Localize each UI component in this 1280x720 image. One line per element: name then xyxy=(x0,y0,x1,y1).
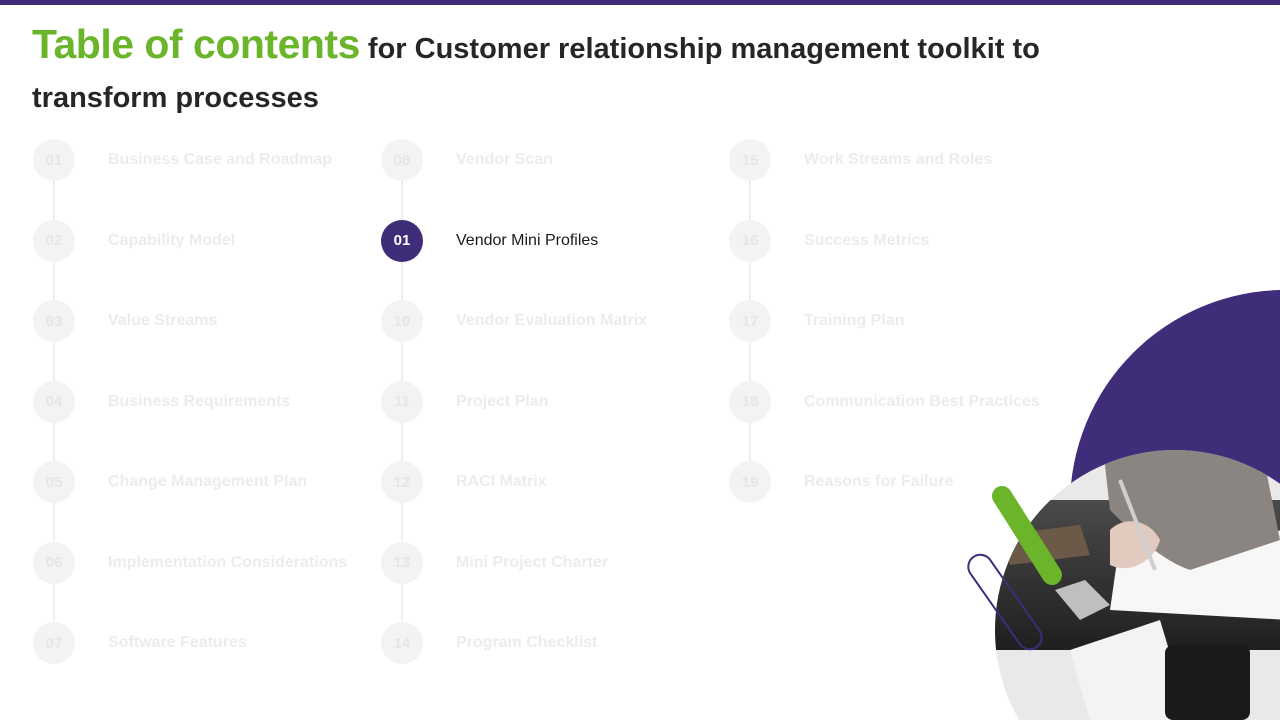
toc-item-number: 05 xyxy=(33,461,75,503)
toc-item[interactable]: 06 Implementation Considerations xyxy=(33,541,373,584)
toc-item-number: 13 xyxy=(381,541,423,584)
toc-item[interactable]: 01 Business Case and Roadmap xyxy=(33,139,373,181)
toc-item-label: Implementation Considerations xyxy=(108,553,348,571)
toc-item-number: 06 xyxy=(33,541,75,584)
toc-item-label: Success Metrics xyxy=(804,231,930,249)
toc-item[interactable]: 18 Communication Best Practices xyxy=(729,380,1069,423)
toc-item[interactable]: 17 Training Plan xyxy=(729,300,1069,342)
toc-item-number: 08 xyxy=(381,139,423,181)
toc-item[interactable]: 11 Project Plan xyxy=(381,380,721,423)
toc-item-label: Reasons for Failure xyxy=(804,473,954,490)
page-title-highlight: Table of contents xyxy=(32,21,360,67)
toc-item-number: 17 xyxy=(729,300,771,342)
decorative-graphic xyxy=(960,290,1280,720)
toc-item-label: Vendor Evaluation Matrix xyxy=(456,312,648,329)
toc-item[interactable]: 07 Software Features xyxy=(33,622,373,664)
toc-item[interactable]: 04 Business Requirements xyxy=(33,380,373,423)
toc-item-active[interactable]: 01 Vendor Mini Profiles xyxy=(381,219,721,262)
toc-item-label: Training Plan xyxy=(804,312,905,329)
toc-item-label: Capability Model xyxy=(108,231,236,249)
toc-item-number: 11 xyxy=(381,380,423,423)
toc-item-number: 01 xyxy=(33,139,75,181)
toc-item-label: Work Streams and Roles xyxy=(804,151,993,168)
toc-item-number: 16 xyxy=(729,219,771,262)
toc-item[interactable]: 10 Vendor Evaluation Matrix xyxy=(381,300,721,342)
toc-item-number: 19 xyxy=(729,461,771,503)
toc-item-number: 10 xyxy=(381,300,423,342)
toc-item-label: Software Features xyxy=(108,634,247,651)
outline-accent xyxy=(967,553,1043,651)
toc-item-number: 01 xyxy=(381,219,423,262)
toc-item[interactable]: 15 Work Streams and Roles xyxy=(729,139,1069,181)
toc-item[interactable]: 19 Reasons for Failure xyxy=(729,461,1069,503)
green-accent xyxy=(992,486,1062,585)
toc-item[interactable]: 08 Vendor Scan xyxy=(381,139,721,181)
toc-item[interactable]: 12 RACI Matrix xyxy=(381,461,721,503)
toc-item-label: Project Plan xyxy=(456,392,549,410)
page-title-rest: for Customer relationship management too… xyxy=(32,33,1040,114)
toc-item-number: 15 xyxy=(729,139,771,181)
toc-item-label: Value Streams xyxy=(108,312,218,329)
toc-item-number: 02 xyxy=(33,219,75,262)
toc-item[interactable]: 13 Mini Project Charter xyxy=(381,541,721,584)
toc-item-number: 14 xyxy=(381,622,423,664)
toc-item[interactable]: 05 Change Management Plan xyxy=(33,461,373,503)
toc-item-label: Business Case and Roadmap xyxy=(108,151,333,168)
toc-item-label: Vendor Mini Profiles xyxy=(456,231,599,249)
photo-icon xyxy=(967,290,1280,720)
toc-item-number: 03 xyxy=(33,300,75,342)
toc-item[interactable]: 16 Success Metrics xyxy=(729,219,1069,262)
toc-item-label: Business Requirements xyxy=(108,392,291,410)
toc-item-label: Vendor Scan xyxy=(456,151,553,168)
toc-item-label: Communication Best Practices xyxy=(804,392,1040,410)
toc-item-number: 04 xyxy=(33,380,75,423)
toc-item-number: 12 xyxy=(381,461,423,503)
toc-item[interactable]: 14 Program Checklist xyxy=(381,622,721,664)
top-accent-bar xyxy=(0,0,1280,5)
toc-item[interactable]: 02 Capability Model xyxy=(33,219,373,262)
toc-item-label: RACI Matrix xyxy=(456,473,547,490)
toc-item-label: Change Management Plan xyxy=(108,473,308,490)
toc-item-number: 18 xyxy=(729,380,771,423)
toc-item[interactable]: 03 Value Streams xyxy=(33,300,373,342)
toc-item-number: 07 xyxy=(33,622,75,664)
toc-item-label: Program Checklist xyxy=(456,634,598,651)
toc-item-label: Mini Project Charter xyxy=(456,553,609,571)
page-title: Table of contents for Customer relations… xyxy=(32,22,1152,125)
